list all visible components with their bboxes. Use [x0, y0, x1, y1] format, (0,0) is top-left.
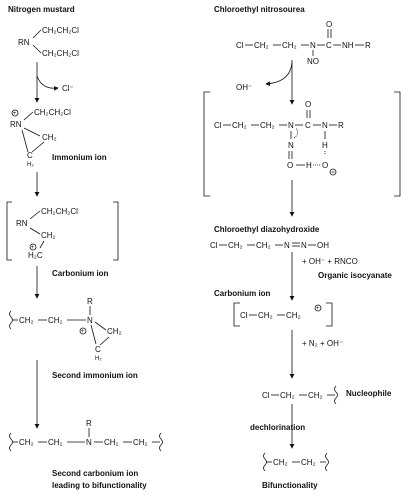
side-chain-bottom: CH₂CH₂Cl: [42, 49, 79, 58]
nu-r: R: [365, 41, 371, 50]
int-ch2-a: CH₂: [232, 121, 247, 130]
product-ch2-c: CH₂: [104, 438, 119, 447]
second-carbonium-label-line2: leading to bifunctionality: [52, 481, 147, 490]
cb-cl: Cl: [240, 311, 248, 320]
immonium-rn: RN: [10, 120, 22, 129]
cb-ch2-plus: CH₂: [286, 311, 301, 320]
nu-o: O: [326, 20, 332, 29]
bifunctional-crosslink-structure: CH₂ CH₂: [263, 452, 329, 472]
int-c: C: [305, 121, 311, 130]
nitrogen-mustard-structure: RN CH₂CH₂Cl CH₂CH₂Cl: [18, 26, 79, 58]
carbonium-ch2: CH₂: [41, 231, 56, 240]
immonium-c: C: [27, 151, 33, 160]
nf-ch2-b: CH₂: [308, 391, 323, 400]
second-immonium-ion-label: Second immonium ion: [52, 371, 138, 380]
chloride-label: Cl⁻: [62, 84, 74, 93]
second-immonium-c: C: [95, 345, 101, 354]
dz-ch2-b: CH₂: [256, 241, 271, 250]
product-r: R: [86, 419, 92, 428]
nu-c: C: [326, 41, 332, 50]
hydroxide-label: OH⁻: [236, 83, 252, 92]
int-o: O: [305, 100, 311, 109]
second-immonium-h2: H₂: [95, 356, 102, 362]
second-carbonium-label-line1: Second carbonium ion: [52, 469, 138, 478]
second-immonium-ch2-mid: CH₂: [48, 316, 63, 325]
carbonium-ion-right-structure: Cl CH₂ CH₂ +: [233, 302, 333, 327]
nf-cl: Cl: [262, 391, 270, 400]
second-immonium-ch2: CH₂: [107, 327, 122, 336]
diazohydroxide-structure: Cl CH₂ CH₂ N N OH: [210, 241, 329, 250]
fn-ch2-b: CH₂: [301, 458, 316, 467]
fn-ch2-a: CH₂: [273, 458, 288, 467]
dz-n: N: [284, 241, 290, 250]
immonium-side-chain: CH₂CH₂Cl: [34, 108, 71, 117]
immonium-h2: H₂: [27, 162, 34, 168]
second-immonium-r: R: [87, 297, 93, 306]
side-chain-top: CH₂CH₂Cl: [42, 26, 79, 35]
dz-cl: Cl: [210, 241, 218, 250]
immonium-ion-structure: + RN CH₂CH₂Cl CH₂ C H₂ Immonium ion: [10, 108, 107, 168]
carbonium-rn: RN: [16, 219, 28, 228]
svg-text:+: +: [316, 306, 320, 312]
product-ch2-d: CH₂: [133, 438, 148, 447]
nitrogen-mustard-title: Nitrogen mustard: [8, 5, 75, 14]
product-ch2-b: CH₂: [48, 438, 63, 447]
int-o2: O: [287, 161, 293, 170]
carbonium-ion-label-right: Carbonium ion: [214, 289, 271, 298]
nu-ch2-b: CH₂: [282, 41, 297, 50]
nu-nh: NH: [342, 41, 354, 50]
int-n2: N: [322, 121, 328, 130]
int-h: H: [322, 141, 328, 150]
nu-n: N: [310, 41, 316, 50]
product-n: N: [86, 438, 92, 447]
second-immonium-structure: CH₂ CH₂ N R + CH₂ C H₂: [9, 297, 122, 362]
nucleophile-adduct-structure: Cl CH₂ CH₂ Nucleophile: [262, 385, 392, 405]
product-ch2-a: CH₂: [19, 438, 34, 447]
int-ch2-b: CH₂: [260, 121, 275, 130]
int-r: R: [338, 121, 344, 130]
nucleophile-label: Nucleophile: [346, 389, 392, 398]
rn-label: RN: [18, 38, 30, 47]
nitrosourea-structure: Cl CH₂ CH₂ N C O NH R NO: [236, 20, 371, 66]
dechlorination-label: dechlorination: [250, 423, 305, 432]
svg-text:+: +: [13, 111, 17, 117]
isocyanate-byproduct: + OH⁻ + RNCO: [302, 257, 358, 266]
chloroethyl-nitrosourea-title: Chloroethyl nitrosourea: [214, 5, 305, 14]
int-h2: H: [306, 161, 312, 170]
svg-text:+: +: [31, 245, 35, 251]
second-immonium-ch2-left: CH₂: [19, 316, 34, 325]
immonium-ion-label: Immonium ion: [52, 153, 107, 162]
int-cl: Cl: [214, 121, 222, 130]
int-n3: N: [288, 141, 294, 150]
dz-ch2-a: CH₂: [228, 241, 243, 250]
second-immonium-n: N: [87, 316, 93, 325]
hydroxide-attack-arrow: OH⁻: [236, 59, 295, 105]
nitrosourea-intermediate: Cl CH₂ CH₂ N C O N R H N O H O: [203, 91, 401, 197]
int-o3: O: [322, 161, 328, 170]
carbonium-h2c: H₂C: [28, 251, 43, 260]
svg-text:+: +: [81, 329, 85, 335]
dz-n2: N: [301, 241, 307, 250]
bifunctionality-label: Bifunctionality: [262, 481, 318, 490]
dz-oh: OH: [317, 241, 329, 250]
diazohydroxide-label: Chloroethyl diazohydroxide: [214, 225, 320, 234]
cb-ch2: CH₂: [258, 311, 273, 320]
organic-isocyanate-label: Organic isocyanate: [318, 271, 392, 280]
chloride-loss-arrow: Cl⁻: [34, 62, 74, 103]
nitrogen-release: + N₂ + OH⁻: [302, 339, 343, 348]
nu-ch2-a: CH₂: [254, 41, 269, 50]
nf-ch2-a: CH₂: [280, 391, 295, 400]
crosslink-product-structure: CH₂ CH₂ N R CH₂ CH₂: [9, 419, 163, 452]
carbonium-side-chain: CH₂CH₂Cl: [41, 207, 78, 216]
nu-cl: Cl: [236, 41, 244, 50]
carbonium-ion-structure: RN CH₂CH₂Cl CH₂ + H₂C: [6, 201, 119, 261]
immonium-ch2: CH₂: [42, 133, 57, 142]
carbonium-ion-label: Carbonium ion: [52, 269, 109, 278]
int-n: N: [288, 121, 294, 130]
nu-no: NO: [307, 57, 319, 66]
